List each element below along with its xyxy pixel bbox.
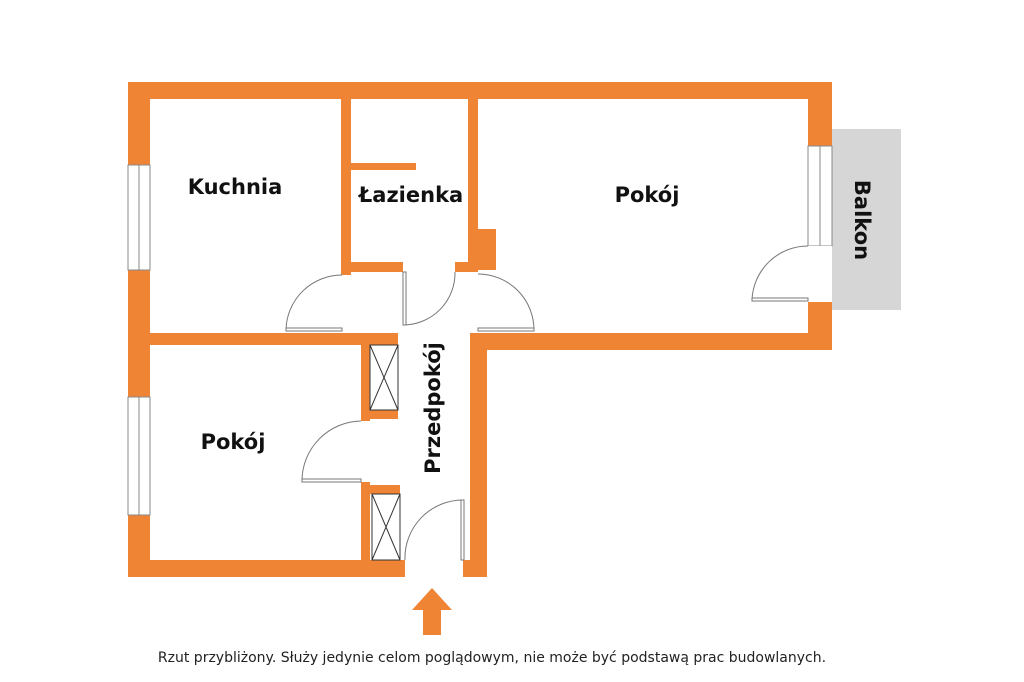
wall-bath-stub: [351, 163, 416, 170]
room-label-balcony: Balkon: [850, 180, 874, 260]
wall-top: [128, 82, 832, 99]
door-entrance: [404, 499, 464, 561]
room-label-small-room: Pokój: [201, 430, 266, 454]
disclaimer-caption: Rzut przybliżony. Służy jedynie celom po…: [158, 650, 826, 666]
wall-small-room-right-bottom: [361, 482, 370, 577]
door-small-room: [301, 420, 362, 482]
room-label-bathroom: Łazienka: [358, 183, 463, 207]
wall-closet2-top: [370, 485, 400, 494]
wall-closet1-bottom: [370, 410, 398, 419]
door-large-room: [477, 273, 535, 331]
room-label-large-room: Pokój: [615, 183, 680, 207]
windows: [127, 145, 833, 516]
wall-bump: [478, 229, 496, 270]
wall-bath-bottom-right: [455, 262, 478, 272]
room-label-hallway: Przedpokój: [421, 342, 445, 474]
wall-small-room-right-top: [361, 345, 370, 421]
door-kitchen: [285, 274, 343, 331]
arrow-up-icon: [412, 588, 452, 635]
door-bathroom: [402, 271, 456, 326]
wall-bath-bottom-left: [341, 262, 403, 272]
wall-bath-room: [468, 99, 478, 272]
room-label-kitchen: Kuchnia: [188, 175, 283, 199]
wall-kitchen-bath: [341, 99, 351, 275]
door-balcony: [751, 245, 809, 301]
wall-bottom-left: [128, 560, 405, 577]
doors: [285, 245, 809, 561]
balcony-door-opening: [808, 246, 832, 302]
wall-kitchen-bottom: [128, 333, 398, 345]
wall-room-bottom: [470, 333, 832, 350]
wall-hall-right: [470, 333, 487, 577]
wall-bottom-right: [463, 560, 487, 577]
closets: [369, 344, 401, 561]
balcony-area: [832, 129, 901, 310]
